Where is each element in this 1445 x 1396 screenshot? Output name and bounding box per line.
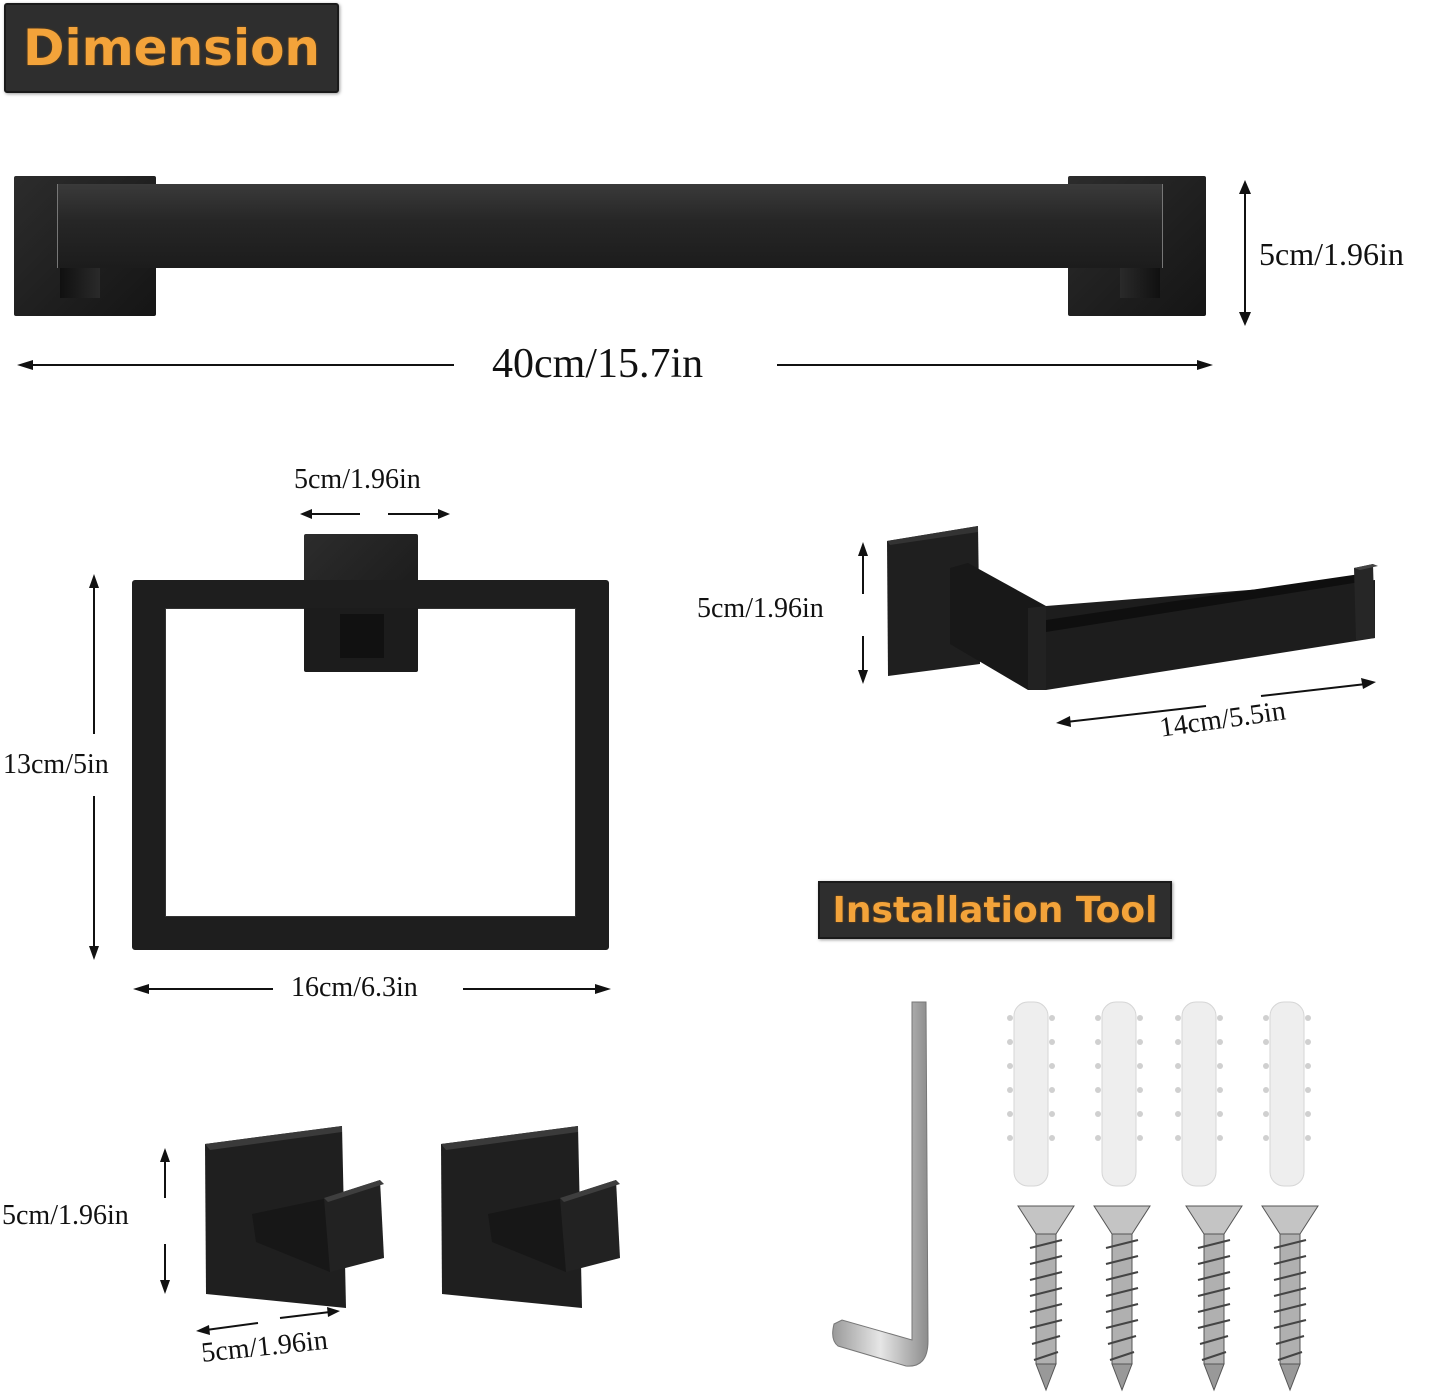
dimension-title: Dimension <box>22 19 321 77</box>
towel-bar-height-arrow <box>1239 180 1251 326</box>
towel-bar-left-post <box>60 268 100 298</box>
towel-bar-rail <box>57 184 1163 268</box>
towel-bar <box>0 170 1445 390</box>
towel-ring-mount-post <box>340 614 384 658</box>
towel-ring-mount-width-arrow <box>300 509 450 519</box>
robe-hook-height-arrow <box>160 1148 170 1294</box>
screw-icon <box>1185 1205 1243 1392</box>
towel-bar-right-post <box>1120 268 1160 298</box>
toilet-paper-holder-length-arrow <box>1056 678 1376 727</box>
towel-ring-height-arrow <box>89 574 99 960</box>
toilet-paper-holder-height-label: 5cm/1.96in <box>697 593 824 624</box>
towel-ring <box>132 534 612 954</box>
screw-icon <box>1261 1205 1319 1392</box>
towel-ring-height-label: 13cm/5in <box>3 749 109 780</box>
wall-anchor-icon <box>1095 1001 1143 1187</box>
installation-tool-title: Installation Tool <box>832 889 1158 931</box>
towel-bar-width-arrow <box>17 360 1213 370</box>
towel-ring-width-arrow <box>133 984 611 994</box>
toilet-paper-holder <box>887 526 1378 690</box>
allen-key-icon <box>832 1001 929 1367</box>
screw-icon <box>1017 1205 1075 1392</box>
robe-hook-2 <box>441 1126 620 1308</box>
screw-icon <box>1093 1205 1151 1392</box>
dimension-banner: Dimension <box>4 3 339 93</box>
towel-ring-mount-width-label: 5cm/1.96in <box>294 464 421 495</box>
wall-anchor-icon <box>1007 1001 1055 1187</box>
screws <box>1012 1204 1342 1394</box>
wall-anchor-icon <box>1175 1001 1223 1187</box>
towel-bar-height-label: 5cm/1.96in <box>1259 236 1404 272</box>
toilet-paper-holder-height-arrow <box>858 542 868 684</box>
towel-ring-width-label: 16cm/6.3in <box>291 972 418 1003</box>
wall-anchors <box>1000 994 1330 1194</box>
robe-hook-1 <box>205 1126 384 1308</box>
installation-tool-banner: Installation Tool <box>818 881 1172 939</box>
wall-anchor-icon <box>1263 1001 1311 1187</box>
robe-hook-width-arrow <box>196 1307 340 1335</box>
robe-hook-height-label: 5cm/1.96in <box>2 1200 129 1231</box>
towel-ring-frame <box>132 580 609 950</box>
towel-bar-width-label: 40cm/15.7in <box>492 341 704 387</box>
